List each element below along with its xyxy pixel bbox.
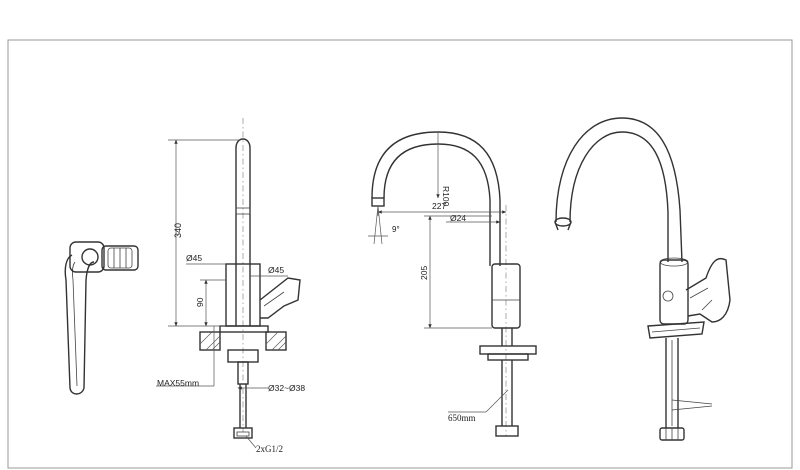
top-view	[64, 241, 139, 395]
dim-hole-label: Ø32~Ø38	[268, 383, 305, 393]
dim-90-label: 90	[195, 297, 205, 307]
drawing-border	[7, 39, 793, 469]
dim-hose-label: 650mm	[448, 413, 476, 423]
dim-d45-left-label: Ø45	[186, 253, 202, 263]
dim-205-label: 205	[419, 266, 429, 280]
dim-angle-label: 9°	[392, 225, 400, 234]
dim-thread-label: 2xG1/2	[256, 444, 283, 454]
dim-d45-right-label: Ø45	[268, 265, 284, 275]
dim-r100-label: R100	[441, 186, 451, 207]
dim-340-label: 340	[173, 223, 183, 238]
perspective-view	[554, 117, 731, 441]
dim-227-label: 227	[432, 201, 446, 211]
dim-max-label: MAX55mm	[157, 378, 199, 388]
side-view: 340 Ø45 Ø45 90 MAX55mm Ø32~Ø38 2xG1/2	[156, 118, 305, 454]
front-view: R100 227 Ø24 205 9° 650mm	[368, 131, 537, 437]
dim-d24-label: Ø24	[450, 213, 466, 223]
